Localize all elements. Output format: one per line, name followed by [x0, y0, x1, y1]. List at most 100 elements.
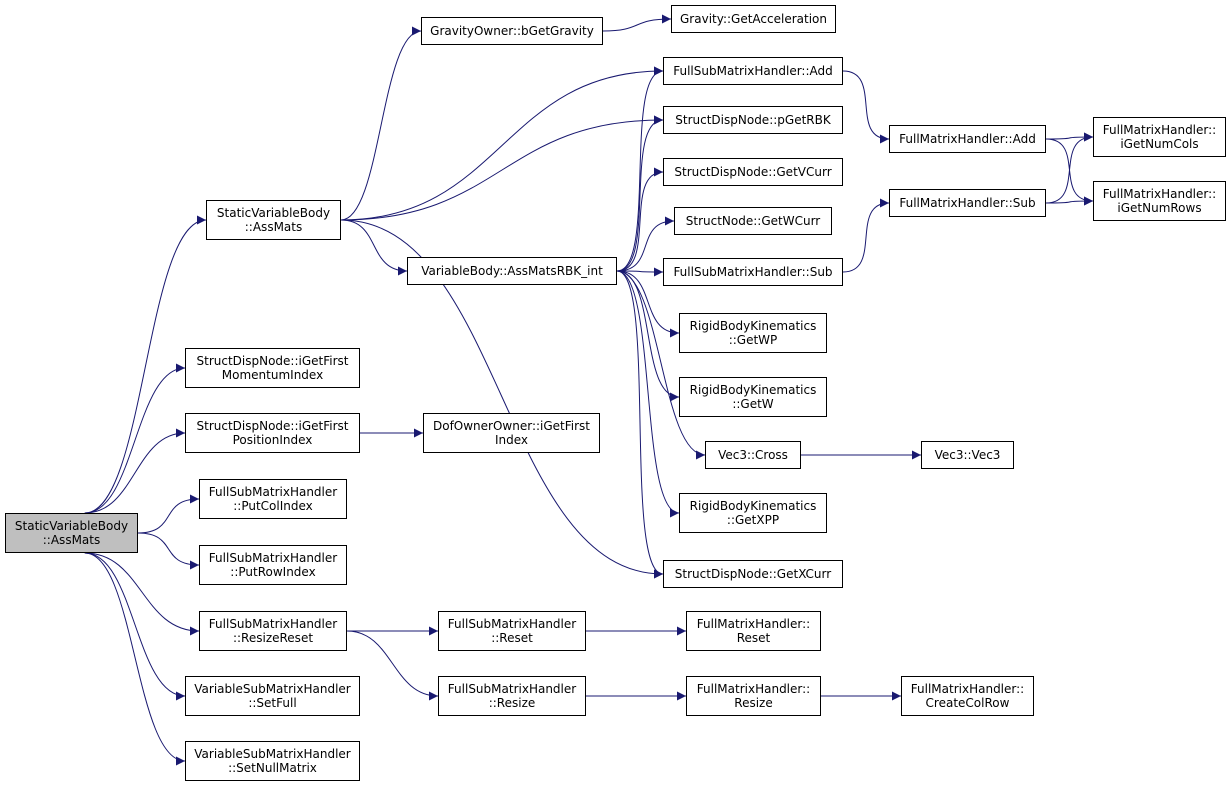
edge-fsmh-resizereset-to-fsmh-resize [346, 630, 439, 701]
node-label-line: StaticVariableBody [14, 519, 129, 533]
node-sdn-getxcurr[interactable]: StructDispNode::GetXCurr [663, 560, 843, 588]
node-fmh-add[interactable]: FullMatrixHandler::Add [889, 125, 1046, 153]
node-vec3-cross[interactable]: Vec3::Cross [705, 441, 801, 469]
node-fmh-getnumcols[interactable]: FullMatrixHandler::iGetNumCols [1093, 117, 1226, 157]
edge-vb-assmatsrbk-to-vec3-cross [616, 270, 706, 460]
node-go-bgetgravity[interactable]: GravityOwner::bGetGravity [421, 17, 603, 45]
node-label-line: Vec3::Vec3 [934, 448, 1001, 462]
edge-root-to-fsmh-resizereset [84, 552, 200, 636]
node-svb-assmats[interactable]: StaticVariableBody::AssMats [206, 200, 341, 240]
node-label-line: CreateColRow [925, 696, 1010, 710]
edge-svb-assmats-to-vb-assmatsrbk [340, 219, 408, 276]
node-fsmh-reset[interactable]: FullSubMatrixHandler::Reset [438, 611, 586, 651]
edge-vb-assmatsrbk-to-fsmh-sub [616, 267, 664, 277]
node-label-line: StaticVariableBody [216, 206, 331, 220]
node-label-line: ::Reset [491, 631, 533, 645]
node-sdn-getvcurr[interactable]: StructDispNode::GetVCurr [663, 158, 843, 186]
edge-vb-assmatsrbk-to-sdn-getxcurr [616, 270, 664, 579]
node-label-line: Resize [734, 696, 773, 710]
edge-svb-assmats-to-sdn-getxcurr [340, 219, 664, 579]
node-label-line: Reset [736, 631, 771, 645]
node-fmh-sub[interactable]: FullMatrixHandler::Sub [889, 189, 1046, 217]
node-fmh-reset[interactable]: FullMatrixHandler::Reset [686, 611, 821, 651]
node-rbk-getw[interactable]: RigidBodyKinematics::GetW [679, 377, 827, 417]
node-label-line: ::PutColIndex [233, 499, 313, 513]
node-label-line: FullSubMatrixHandler [208, 617, 338, 631]
node-rbk-getxpp[interactable]: RigidBodyKinematics::GetXPP [679, 493, 827, 533]
node-label-line: RigidBodyKinematics [689, 319, 817, 333]
node-label-line: iGetNumCols [1120, 137, 1199, 151]
node-fsmh-putrow[interactable]: FullSubMatrixHandler::PutRowIndex [199, 545, 347, 585]
node-label-line: Vec3::Cross [718, 448, 788, 462]
node-label-line: ::PutRowIndex [230, 565, 316, 579]
node-fmh-resize[interactable]: FullMatrixHandler::Resize [686, 676, 821, 716]
edge-vb-assmatsrbk-to-sdn-getvcurr [616, 167, 664, 272]
node-label-line: Index [494, 433, 529, 447]
edge-vb-assmatsrbk-to-fsmh-add [616, 66, 664, 272]
node-rbk-getwp[interactable]: RigidBodyKinematics::GetWP [679, 313, 827, 353]
edge-svb-assmats-to-fsmh-add [340, 66, 664, 221]
edge-root-to-vsmh-setfull [84, 552, 186, 701]
node-label-line: StructDispNode::iGetFirst [196, 419, 349, 433]
node-label-line: ::GetXPP [726, 513, 780, 527]
node-fsmh-resizereset[interactable]: FullSubMatrixHandler::ResizeReset [199, 611, 347, 651]
edge-fmh-sub-to-fmh-getnumcols [1045, 132, 1094, 204]
node-label-line: ::GetWP [728, 333, 778, 347]
edge-vb-assmatsrbk-to-sn-getwcurr [616, 216, 675, 272]
node-label-line: DofOwnerOwner::iGetFirst [432, 419, 591, 433]
edge-vb-assmatsrbk-to-rbk-getxpp [616, 270, 680, 518]
edge-fmh-sub-to-fmh-getnumrows [1045, 196, 1094, 206]
node-sdn-pgetrbk[interactable]: StructDispNode::pGetRBK [663, 106, 843, 134]
node-label-line: VariableSubMatrixHandler [194, 682, 351, 696]
node-label-line: FullSubMatrixHandler [208, 551, 338, 565]
node-label-line: ::GetW [732, 397, 774, 411]
node-root[interactable]: StaticVariableBody::AssMats [5, 513, 138, 553]
edge-vb-assmatsrbk-to-sdn-pgetrbk [616, 115, 664, 272]
edge-root-to-svb-assmats [84, 215, 207, 514]
node-label-line: ::AssMats [42, 533, 101, 547]
edge-go-bgetgravity-to-g-getacc [602, 14, 672, 32]
node-fmh-getnumrows[interactable]: FullMatrixHandler::iGetNumRows [1093, 181, 1226, 221]
node-vb-assmatsrbk[interactable]: VariableBody::AssMatsRBK_int [407, 257, 617, 285]
node-label-line: VariableSubMatrixHandler [194, 747, 351, 761]
node-fsmh-resize[interactable]: FullSubMatrixHandler::Resize [438, 676, 586, 716]
node-label-line: StructDispNode::pGetRBK [675, 113, 831, 127]
node-fsmh-sub[interactable]: FullSubMatrixHandler::Sub [663, 258, 843, 286]
node-label-line: FullMatrixHandler::Sub [899, 196, 1036, 210]
edge-root-to-fsmh-putcol [137, 494, 200, 534]
edge-vb-assmatsrbk-to-rbk-getw [616, 270, 680, 402]
node-label-line: RigidBodyKinematics [689, 383, 817, 397]
edge-vb-assmatsrbk-to-rbk-getwp [616, 270, 680, 338]
node-label-line: FullSubMatrixHandler [208, 485, 338, 499]
node-label-line: PositionIndex [232, 433, 313, 447]
node-label-line: FullSubMatrixHandler::Add [673, 64, 833, 78]
edge-fsmh-sub-to-fmh-sub [842, 198, 890, 273]
node-g-getacc[interactable]: Gravity::GetAcceleration [671, 5, 836, 33]
node-label-line: ::ResizeReset [232, 631, 314, 645]
node-fsmh-putcol[interactable]: FullSubMatrixHandler::PutColIndex [199, 479, 347, 519]
node-label-line: StructDispNode::GetXCurr [674, 567, 832, 581]
node-label-line: ::SetFull [248, 696, 297, 710]
edge-svb-assmats-to-sdn-pgetrbk [340, 115, 664, 221]
node-label-line: FullMatrixHandler:: [910, 682, 1025, 696]
node-vsmh-setnull[interactable]: VariableSubMatrixHandler::SetNullMatrix [185, 741, 360, 781]
node-sn-getwcurr[interactable]: StructNode::GetWCurr [674, 207, 832, 235]
node-fmh-createcolrow[interactable]: FullMatrixHandler::CreateColRow [901, 676, 1034, 716]
node-fsmh-add[interactable]: FullSubMatrixHandler::Add [663, 57, 843, 85]
node-label-line: FullMatrixHandler:: [696, 617, 811, 631]
node-label-line: FullSubMatrixHandler [447, 617, 577, 631]
edge-root-to-vsmh-setnull [84, 552, 186, 766]
node-vsmh-setfull[interactable]: VariableSubMatrixHandler::SetFull [185, 676, 360, 716]
edge-svb-assmats-to-go-bgetgravity [340, 26, 422, 221]
edge-fsmh-add-to-fmh-add [842, 70, 890, 144]
node-vec3-vec3[interactable]: Vec3::Vec3 [921, 441, 1014, 469]
node-label-line: FullMatrixHandler:: [1102, 187, 1217, 201]
node-label-line: FullMatrixHandler:: [696, 682, 811, 696]
node-label-line: Gravity::GetAcceleration [680, 12, 827, 26]
edge-root-to-sdn-position [84, 428, 186, 514]
